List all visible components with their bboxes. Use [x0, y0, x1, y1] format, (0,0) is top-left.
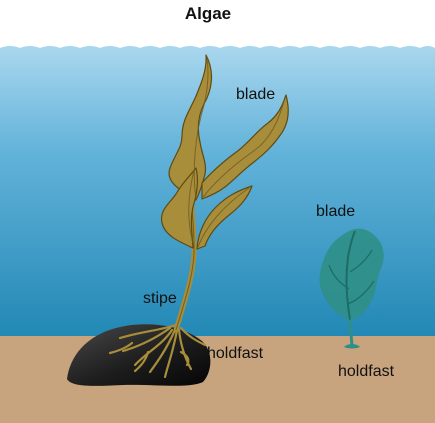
kelp-blade-right [201, 94, 289, 200]
small-alga-stem [348, 319, 354, 348]
diagram-title: Algae [185, 4, 231, 23]
kelp-blade-label: blade [236, 86, 275, 103]
kelp-blade-lower-right [196, 185, 253, 250]
kelp-blade-lower-left [160, 167, 199, 249]
kelp-holdfast-label: holdfast [207, 345, 264, 362]
small-alga [319, 228, 384, 349]
small-holdfast-label: holdfast [338, 363, 395, 380]
kelp-blade-left [168, 54, 213, 201]
small-blade-label: blade [316, 203, 355, 220]
kelp-stipe-label: stipe [143, 290, 177, 307]
kelp-holdfast [108, 323, 207, 379]
kelp-blades [160, 54, 289, 250]
small-alga-blade [319, 228, 384, 321]
small-alga-holdfast [344, 344, 360, 349]
